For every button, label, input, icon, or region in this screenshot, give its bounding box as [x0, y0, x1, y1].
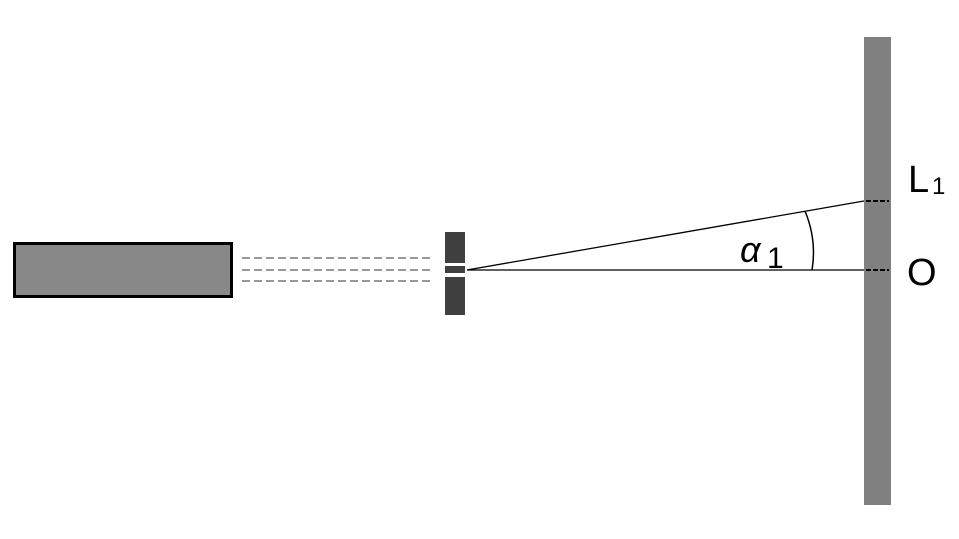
angle-arc	[804, 210, 815, 271]
label-L1-subscript: 1	[932, 173, 945, 200]
label-L1: L	[908, 159, 929, 201]
label-O: O	[907, 252, 937, 294]
laser-beam	[242, 257, 434, 282]
angle-subscript: 1	[767, 242, 784, 275]
slit	[445, 232, 465, 315]
laser-source	[13, 242, 233, 298]
screen-marks	[866, 200, 889, 271]
diffracted-ray	[466, 200, 865, 271]
angle-label: α	[740, 229, 762, 270]
